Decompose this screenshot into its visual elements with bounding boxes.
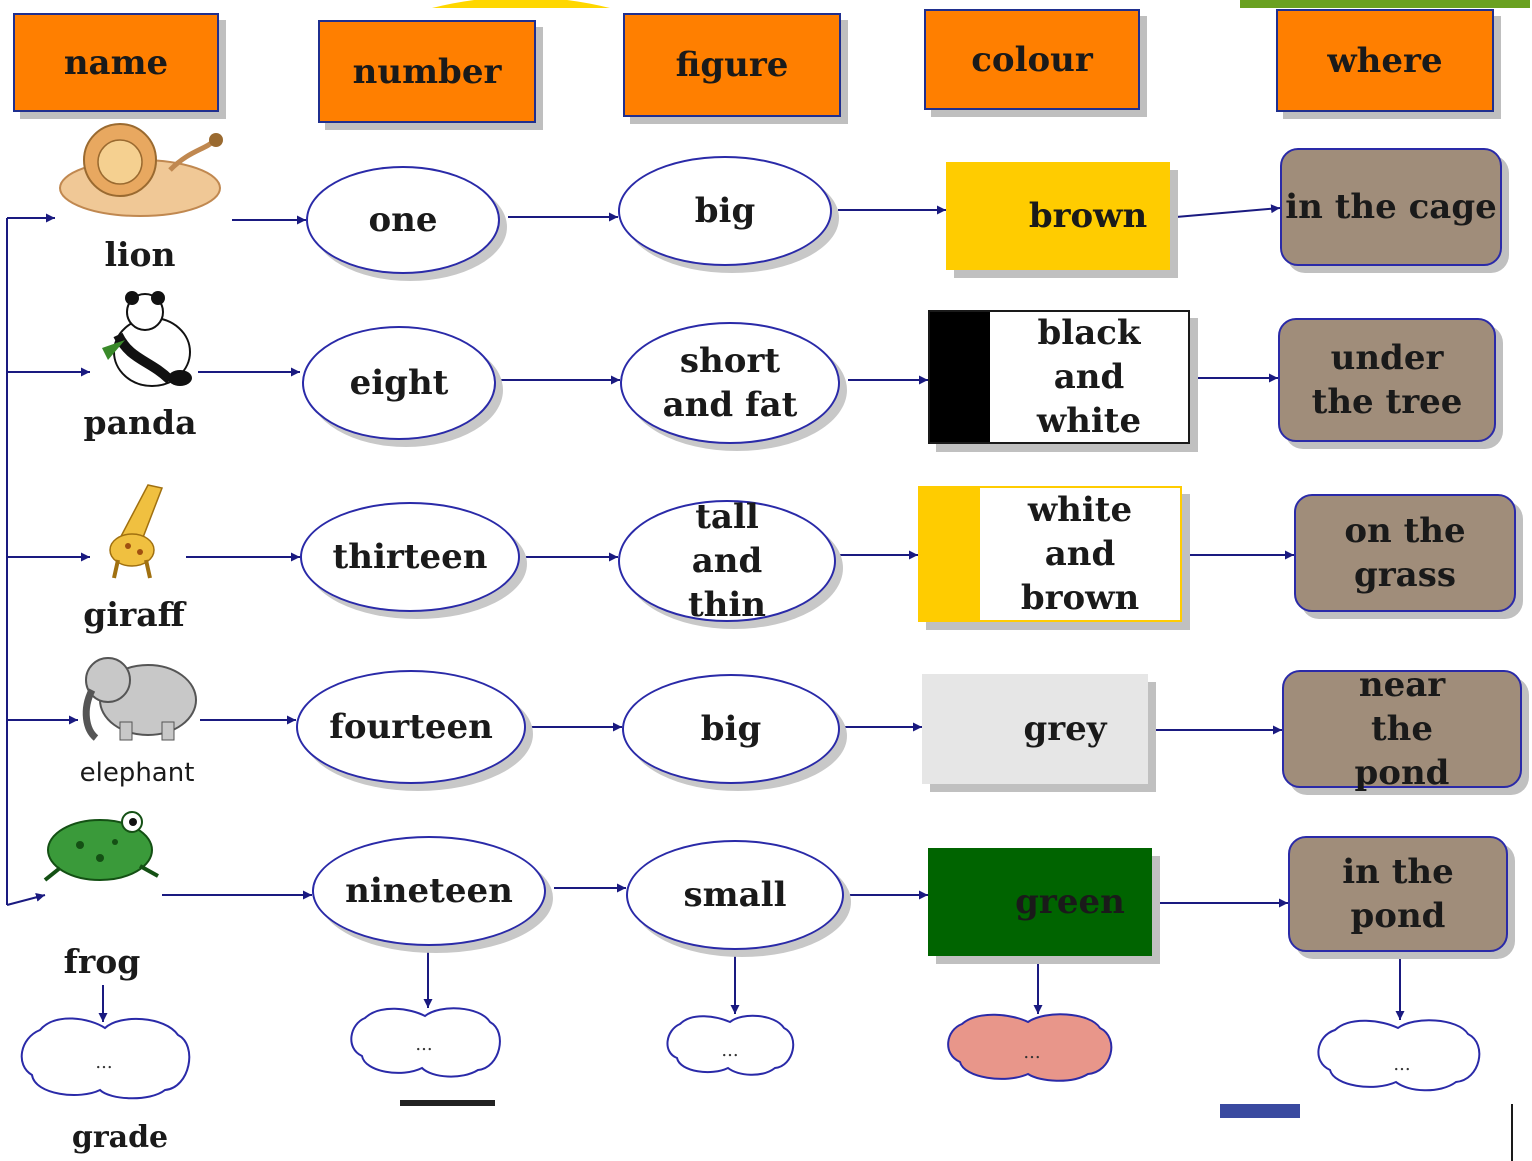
- figure-ellipse-elephant: big: [622, 674, 840, 784]
- figure-ellipse-giraff: tall and thin: [618, 497, 836, 625]
- colour-text-grey: grey: [1023, 708, 1107, 749]
- number-ellipse-elephant: fourteen: [296, 670, 526, 784]
- animal-name-frog: frog: [63, 942, 141, 981]
- colour-box-green: green: [928, 848, 1152, 956]
- cloud-colour: [947, 1013, 1113, 1082]
- colour-swatch-black: [930, 312, 990, 442]
- number-ellipse-frog: nineteen: [312, 836, 546, 946]
- figure-ellipse-panda: short and fat: [620, 322, 840, 444]
- colour-box-grey: grey: [922, 674, 1148, 784]
- animal-name-lion: lion: [104, 235, 176, 274]
- colour-text-green: green: [1015, 881, 1125, 922]
- giraffe-icon: [109, 484, 164, 579]
- cloud-where: [1317, 1019, 1481, 1092]
- where-box-giraff: on the grass: [1294, 494, 1516, 612]
- colour-box-brown: brown: [946, 162, 1170, 270]
- lion-icon: [59, 123, 223, 217]
- cloud-label-name: ...: [95, 1052, 113, 1073]
- cloud-label-colour: ...: [1023, 1042, 1041, 1063]
- decor-top-bar: [1240, 0, 1530, 8]
- where-text-elephant: near the pond: [1354, 664, 1450, 794]
- figure-ellipse-lion: big: [618, 156, 832, 266]
- figure-text-giraff: tall and thin: [687, 496, 767, 626]
- figure-text-panda: short and fat: [662, 340, 798, 425]
- where-box-lion: in the cage: [1280, 148, 1502, 266]
- header-colour: colour: [924, 9, 1140, 110]
- figure-ellipse-frog: small: [626, 840, 844, 950]
- where-text-giraff: on the grass: [1344, 510, 1466, 595]
- cloud-label-number: ...: [415, 1034, 433, 1055]
- cloud-label-figure: ...: [721, 1040, 739, 1061]
- header-number: number: [318, 20, 536, 123]
- number-ellipse-panda: eight: [302, 326, 496, 440]
- header-figure: figure: [623, 13, 841, 117]
- where-box-panda: under the tree: [1278, 318, 1496, 442]
- cloud-name: [20, 1017, 191, 1100]
- header-where: where: [1276, 9, 1494, 112]
- panda-icon: [102, 291, 192, 387]
- frog-icon: [43, 811, 159, 882]
- decor-cut-text: [400, 1100, 495, 1106]
- colour-box-black-white: black and white: [928, 310, 1190, 444]
- elephant-icon: [82, 657, 197, 741]
- footer-label-grade: grade: [71, 1120, 169, 1155]
- decor-fragment: [1220, 1104, 1300, 1118]
- colour-swatch-yellow: [920, 488, 980, 620]
- number-ellipse-giraff: thirteen: [300, 502, 520, 612]
- number-ellipse-lion: one: [306, 166, 500, 274]
- decor-top-fragment: [432, 0, 610, 8]
- cloud-number: [350, 1007, 501, 1078]
- cloud-figure: [666, 1014, 795, 1076]
- colour-text-black-white: black and white: [1036, 312, 1142, 442]
- where-box-frog: in the pond: [1288, 836, 1508, 952]
- animal-name-elephant: elephant: [79, 758, 195, 788]
- where-box-elephant: near the pond: [1282, 665, 1522, 793]
- cloud-label-where: ...: [1393, 1054, 1411, 1075]
- header-name: name: [13, 13, 219, 112]
- animal-name-giraff: giraff: [83, 595, 185, 634]
- where-text-panda: under the tree: [1311, 337, 1463, 422]
- colour-text-white-brown: white and brown: [1020, 489, 1140, 619]
- colour-text-brown: brown: [1028, 195, 1148, 236]
- colour-box-white-brown: white and brown: [918, 486, 1182, 622]
- animal-name-panda: panda: [83, 403, 197, 442]
